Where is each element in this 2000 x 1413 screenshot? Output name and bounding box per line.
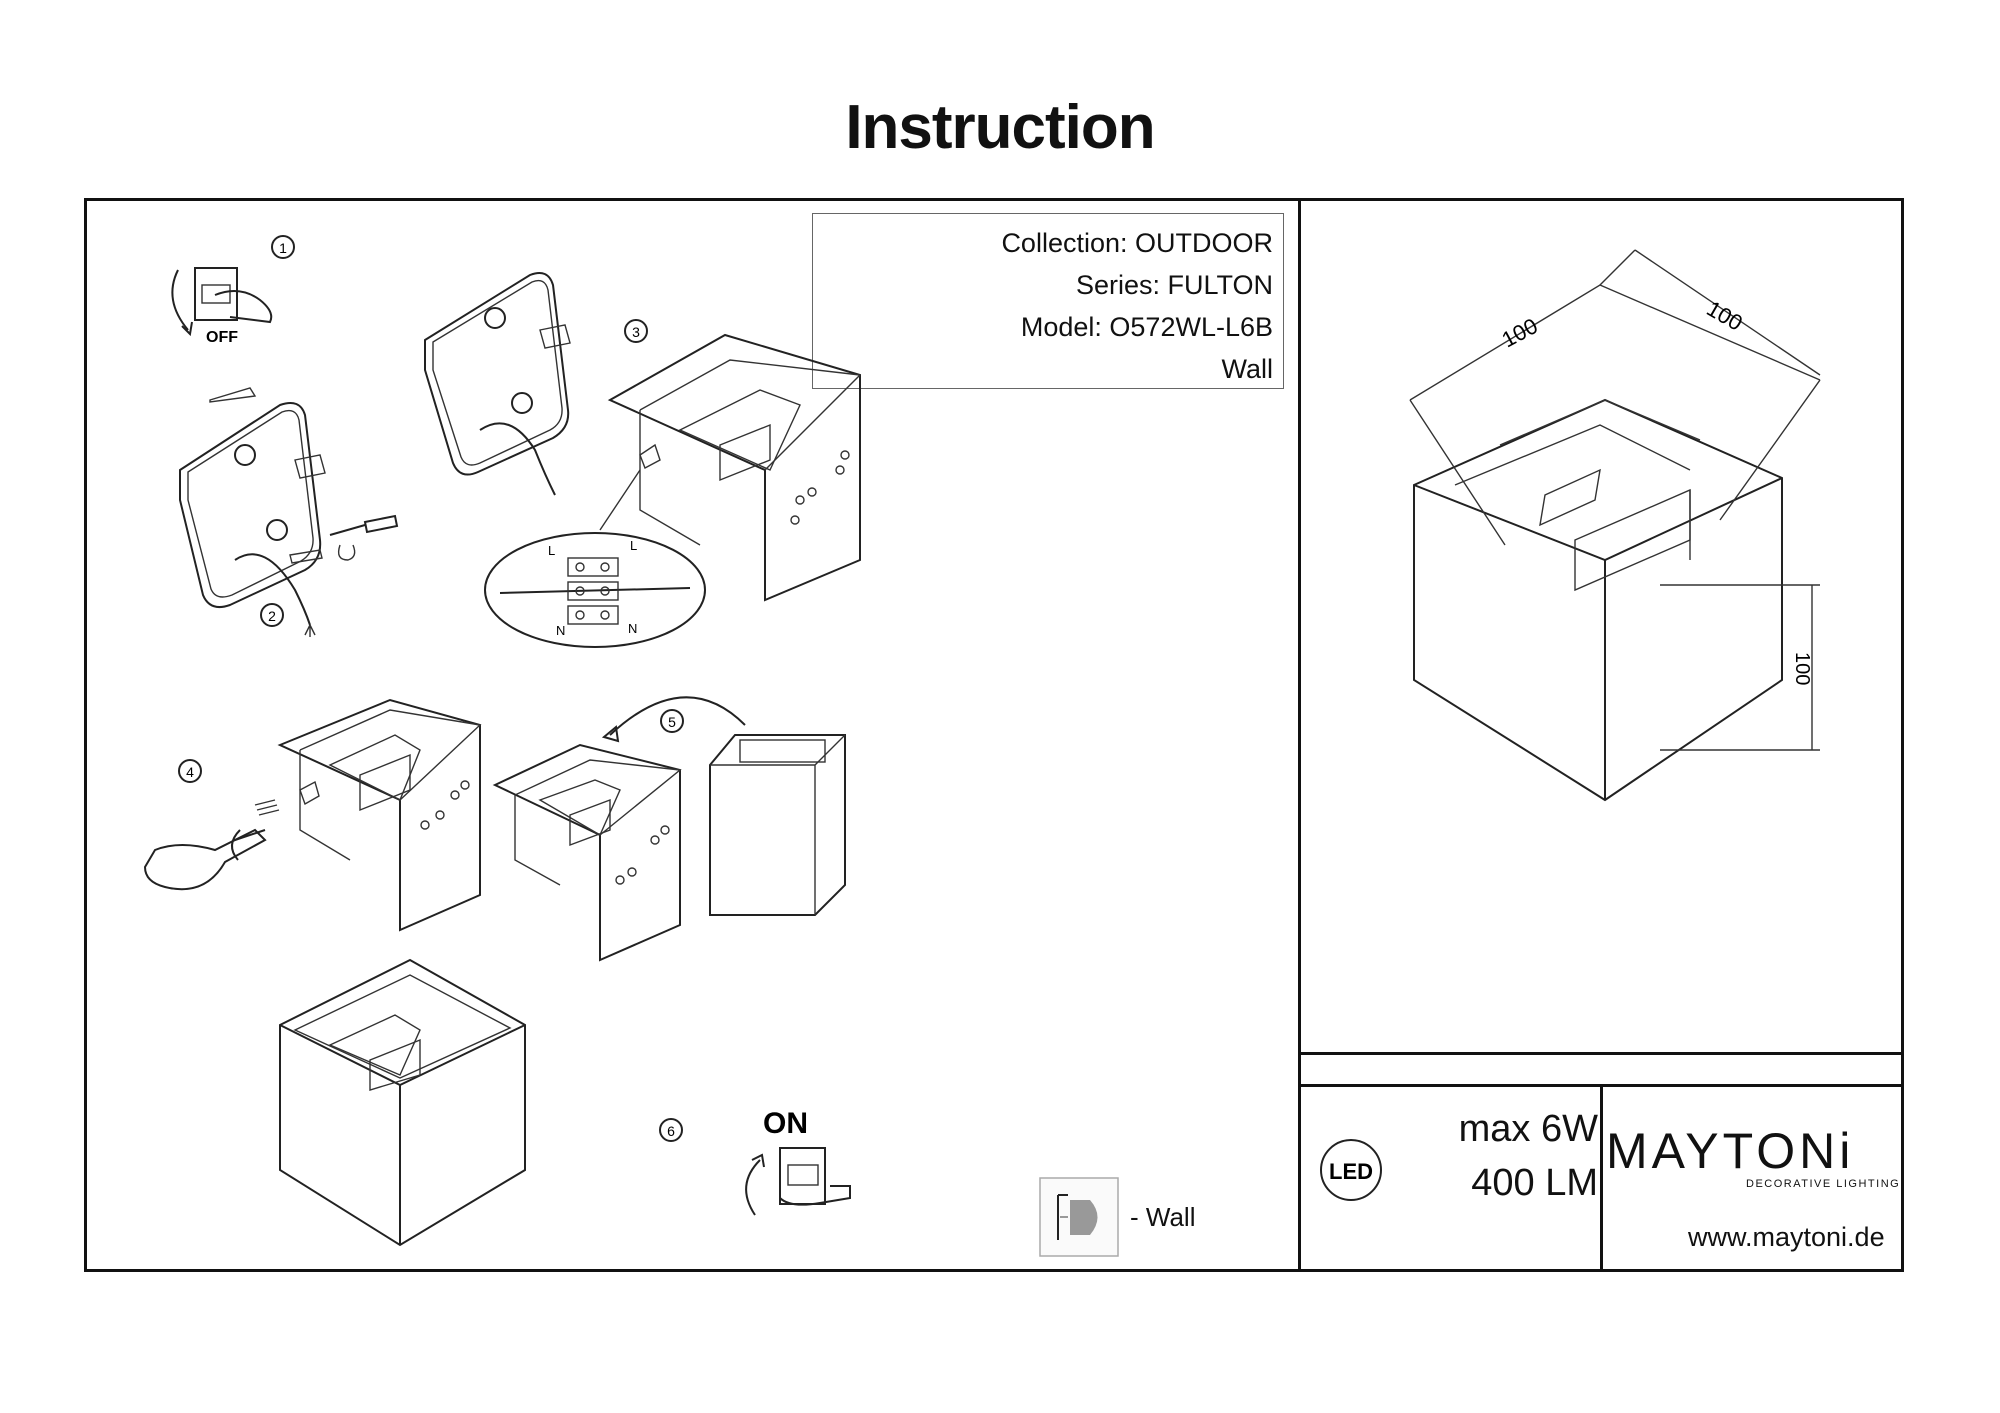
on-label: ON — [763, 1107, 808, 1140]
website-link[interactable]: www.maytoni.de — [1688, 1222, 1885, 1252]
power-spec: max 6W — [1458, 1108, 1598, 1150]
step-5-number: 5 — [668, 714, 676, 730]
off-label: OFF — [206, 329, 238, 346]
wire-l-right: L — [630, 538, 637, 553]
instruction-frame — [84, 198, 1904, 1272]
page-title: Instruction — [845, 93, 1155, 162]
collection-text: Collection: OUTDOOR — [1001, 228, 1273, 258]
step-6-number: 6 — [667, 1123, 675, 1139]
dim-width: 100 — [1498, 313, 1542, 352]
type-text: Wall — [1221, 354, 1274, 384]
wire-l-left: L — [548, 543, 555, 558]
dim-depth: 100 — [1703, 296, 1747, 336]
step-1-switch-off-illustration: 1 OFF — [171, 235, 295, 346]
wire-n-right: N — [628, 621, 637, 636]
brand-tagline: DECORATIVE LIGHTING — [1746, 1178, 1901, 1190]
product-info-box: Collection: OUTDOOR Series: FULTON Model… — [812, 213, 1284, 389]
series-text: Series: FULTON — [1075, 270, 1273, 300]
dimension-drawing: 100 100 100 — [1409, 249, 1821, 802]
brand-logo: MAYTONi — [1606, 1123, 1855, 1179]
wall-legend-label: - Wall — [1130, 1202, 1196, 1232]
brand-divider — [1600, 1084, 1603, 1272]
step-2-number: 2 — [268, 608, 276, 624]
assembled-lamp-illustration: 6 — [279, 958, 683, 1247]
step-1-number: 1 — [279, 240, 287, 256]
spec-divider-top — [1298, 1052, 1904, 1055]
wire-n-left: N — [556, 623, 565, 638]
step-5-cover-illustration: 5 — [492, 696, 846, 962]
lumens-spec: 400 LM — [1471, 1162, 1598, 1204]
step-3-number: 3 — [632, 324, 640, 340]
plate-with-cable-illustration: 3 — [424, 272, 648, 496]
step-4-number: 4 — [186, 764, 194, 780]
step-3-lamp-wiring-illustration: L L N N — [484, 333, 861, 648]
panel-divider — [1298, 198, 1301, 1272]
led-badge-text: LED — [1329, 1159, 1373, 1184]
step-2-mounting-plate-illustration: 2 — [179, 387, 399, 637]
step-6-switch-on-illustration: ON — [745, 1107, 851, 1216]
dim-height: 100 — [1791, 652, 1813, 685]
step-4-screw-illustration: 4 — [143, 698, 482, 932]
wall-mount-icon — [1039, 1177, 1119, 1257]
model-text: Model: O572WL-L6B — [1020, 312, 1273, 342]
led-badge: LED — [1320, 1139, 1382, 1201]
